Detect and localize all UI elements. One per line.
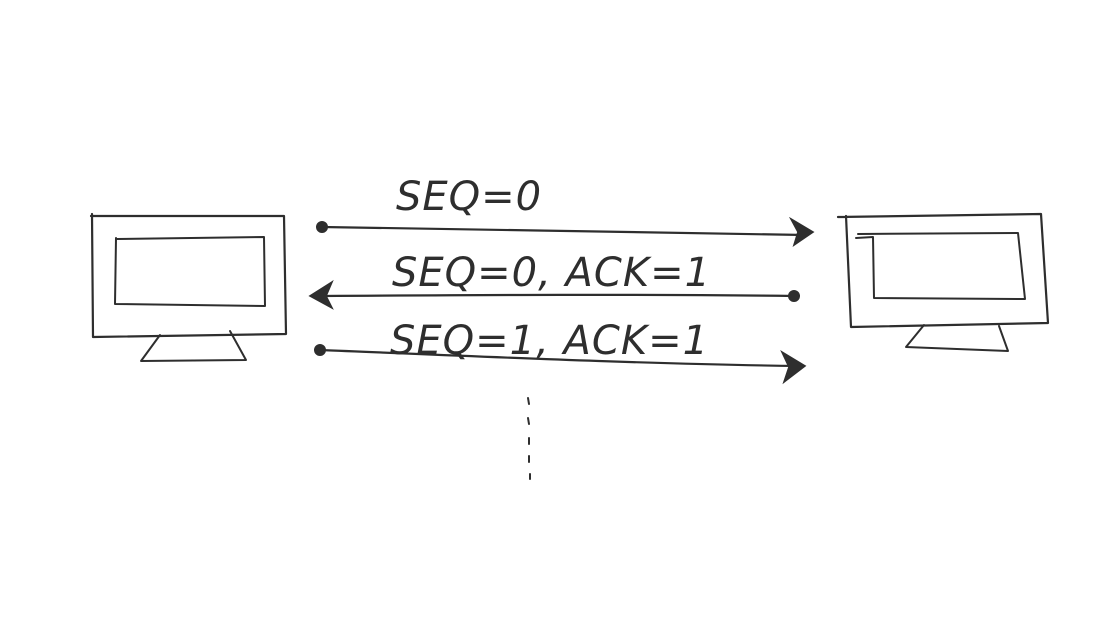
left-monitor-bezel	[89, 212, 288, 339]
message-2-line	[320, 293, 796, 298]
right-monitor-screen	[855, 232, 1026, 300]
message-arrow-2	[308, 279, 800, 310]
message-1-line	[320, 225, 807, 237]
right-monitor-icon	[836, 212, 1050, 352]
vertical-ellipsis-icon	[527, 397, 531, 480]
message-1-arrowhead	[788, 216, 815, 247]
message-2-label: SEQ=0, ACK=1	[392, 250, 711, 296]
message-3-label: SEQ=1, ACK=1	[390, 318, 709, 364]
message-arrow-1	[316, 216, 815, 247]
message-3-line	[318, 348, 802, 368]
left-monitor-stand	[140, 330, 247, 362]
left-monitor-screen	[114, 236, 266, 307]
right-monitor-stand	[905, 324, 1009, 352]
message-arrow-3	[314, 344, 807, 385]
message-2-arrowhead	[308, 279, 334, 310]
right-monitor-bezel	[836, 212, 1050, 329]
message-3-arrowhead	[780, 349, 807, 385]
left-monitor-icon	[89, 212, 288, 362]
message-1-label: SEQ=0	[396, 174, 542, 220]
